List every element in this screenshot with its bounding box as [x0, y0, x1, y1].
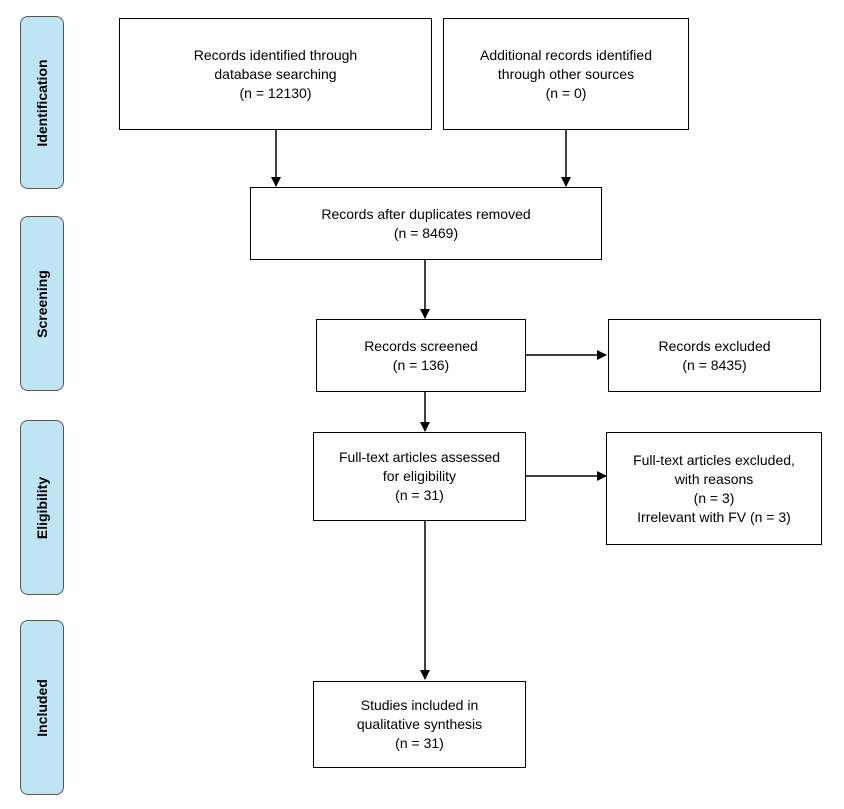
- db-search-count: (n = 12130): [239, 84, 312, 101]
- screened-count: (n = 136): [392, 356, 450, 373]
- box-database-search: Records identified through database sear…: [119, 18, 432, 130]
- box-records-screened: Records screened (n = 136): [316, 319, 526, 392]
- fulltext-excluded-line2: with reasons: [674, 470, 754, 487]
- stage-eligibility: Eligibility: [20, 420, 64, 595]
- fulltext-line2: for eligibility: [382, 468, 457, 484]
- included-count: (n = 31): [395, 735, 444, 751]
- box-studies-included: Studies included in qualitative synthesi…: [313, 681, 526, 768]
- fulltext-excluded-reason: Irrelevant with FV (n = 3): [637, 508, 791, 525]
- stage-screening: Screening: [20, 216, 64, 391]
- excluded-line1: Records excluded: [658, 337, 771, 354]
- box-records-excluded: Records excluded (n = 8435): [608, 319, 821, 392]
- box-duplicates-removed: Records after duplicates removed (n = 84…: [250, 187, 602, 260]
- fulltext-count: (n = 31): [395, 487, 444, 503]
- fulltext-excluded-line1: Full-text articles excluded,: [633, 451, 795, 468]
- excluded-count: (n = 8435): [682, 356, 747, 373]
- box-fulltext-excluded: Full-text articles excluded, with reason…: [606, 432, 822, 545]
- dedup-line1: Records after duplicates removed: [321, 205, 531, 222]
- dedup-count: (n = 8469): [393, 224, 459, 241]
- other-sources-line2: through other sources: [497, 65, 635, 82]
- included-line2: qualitative synthesis: [356, 716, 483, 732]
- box-fulltext-assessed: Full-text articles assessed for eligibil…: [313, 432, 526, 521]
- stage-identification: Identification: [20, 16, 64, 189]
- box-other-sources: Additional records identified through ot…: [443, 18, 689, 130]
- other-sources-line1: Additional records identified: [480, 46, 652, 63]
- stage-included: Included: [20, 620, 64, 795]
- db-search-line1: Records identified through: [193, 46, 358, 63]
- included-line1: Studies included in: [360, 697, 479, 713]
- db-search-line2: database searching: [214, 65, 337, 82]
- other-sources-count: (n = 0): [545, 84, 587, 101]
- fulltext-line1: Full-text articles assessed: [338, 449, 501, 465]
- screened-line1: Records screened: [364, 337, 478, 354]
- fulltext-excluded-count: (n = 3): [693, 489, 735, 506]
